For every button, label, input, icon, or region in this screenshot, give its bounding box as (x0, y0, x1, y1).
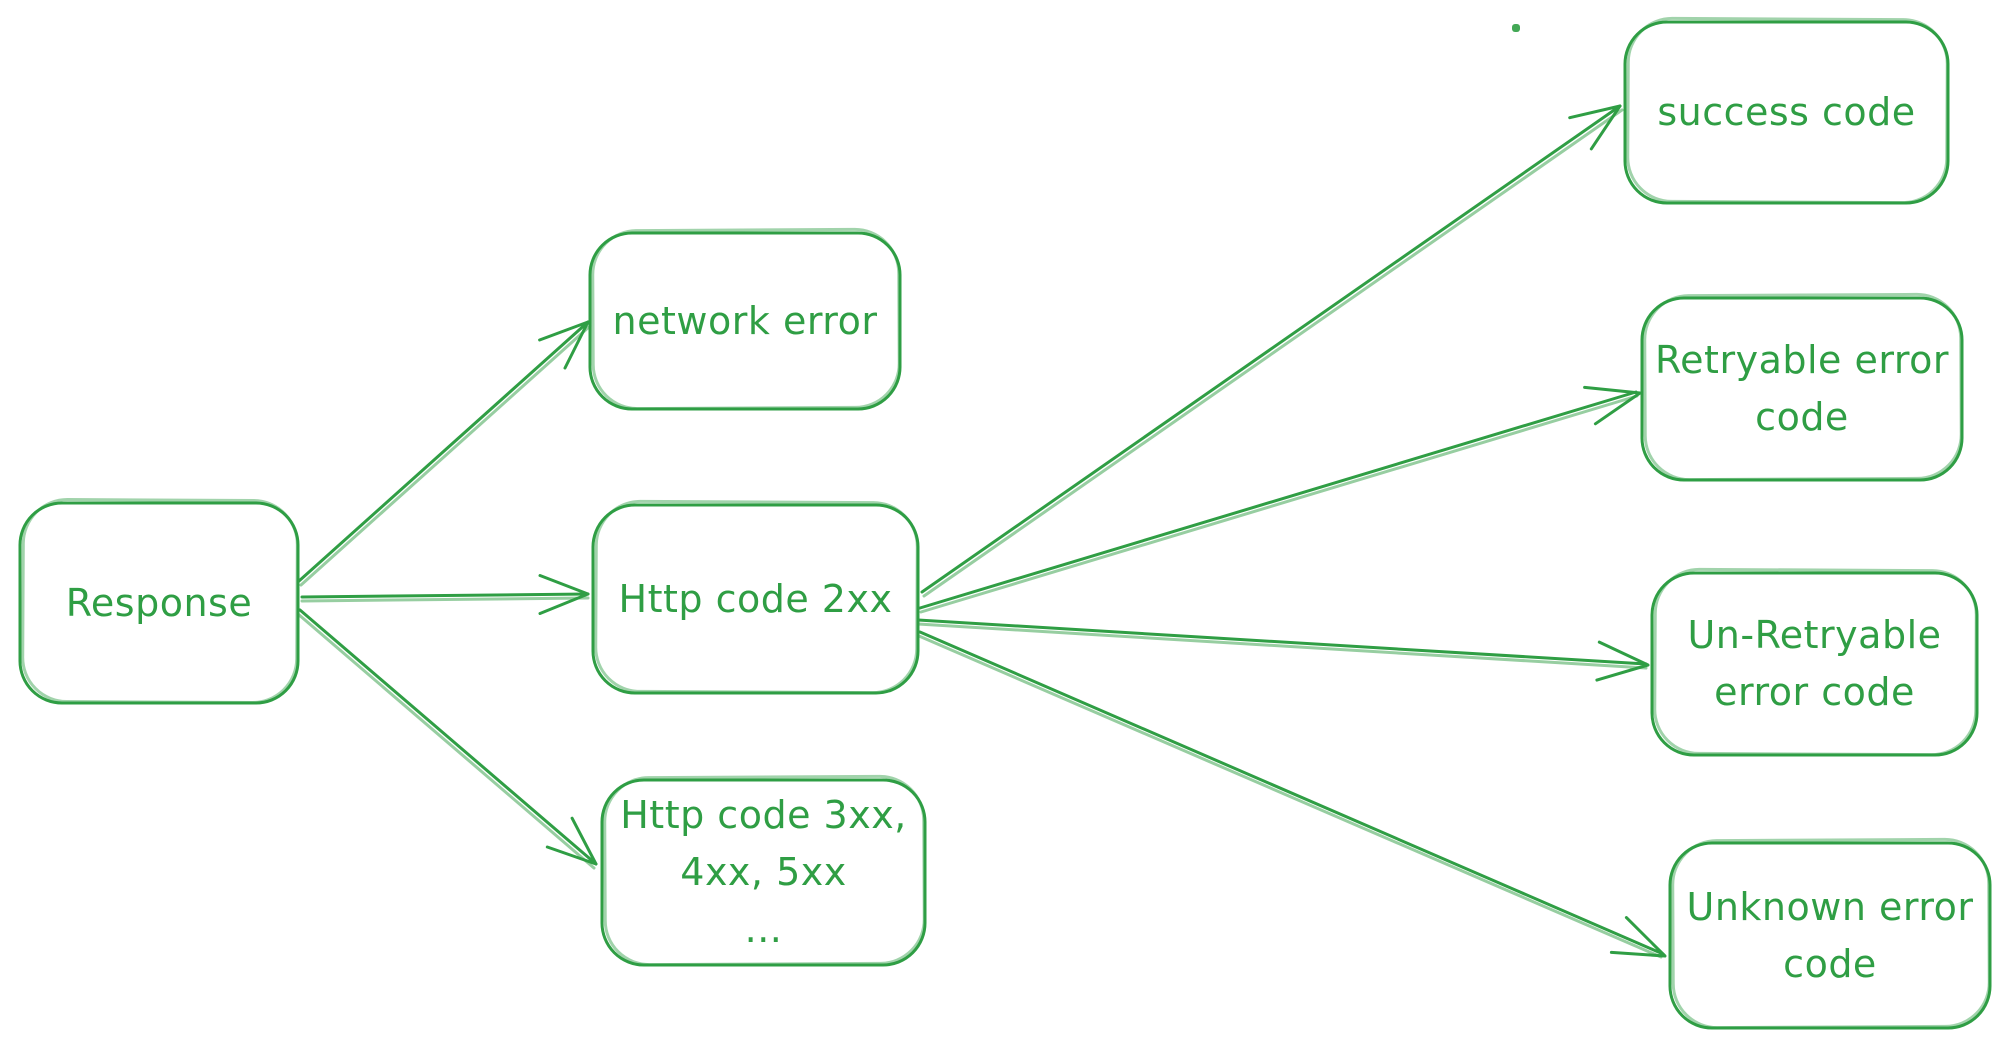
node-outline-retryable-error-code (1640, 292, 1964, 482)
edge-response-to-http-code-2xx (300, 574, 590, 615)
node-outline-http-code-2xx (591, 499, 920, 695)
node-outline-network-error (588, 227, 902, 411)
arrowhead-icon (545, 816, 598, 866)
node-outline-success-code (1623, 16, 1950, 205)
arrowhead-icon (1583, 385, 1642, 426)
edge-response-to-http-code-3xx-4xx-5xx (296, 608, 598, 870)
arrowhead-icon (1595, 640, 1650, 682)
node-outline-response (18, 498, 300, 705)
arrowhead-icon (1609, 916, 1667, 958)
arrowhead-icon (538, 574, 590, 615)
node-outline-un-retryable-error-code (1650, 567, 1979, 757)
edge-http-code-2xx-to-retryable-error-code (918, 385, 1642, 614)
arrowhead-icon (1568, 104, 1622, 151)
node-outline-http-code-3xx-4xx-5xx (600, 774, 927, 967)
edge-http-code-2xx-to-un-retryable-error-code (916, 618, 1650, 682)
edge-response-to-network-error (297, 320, 592, 587)
node-outline-unknown-error-code (1668, 837, 1992, 1030)
edge-http-code-2xx-to-success-code (920, 104, 1624, 598)
arrowhead-icon (538, 320, 590, 370)
edge-http-code-2xx-to-unknown-error-code (917, 630, 1667, 959)
stray-pen-mark (1512, 24, 1520, 32)
